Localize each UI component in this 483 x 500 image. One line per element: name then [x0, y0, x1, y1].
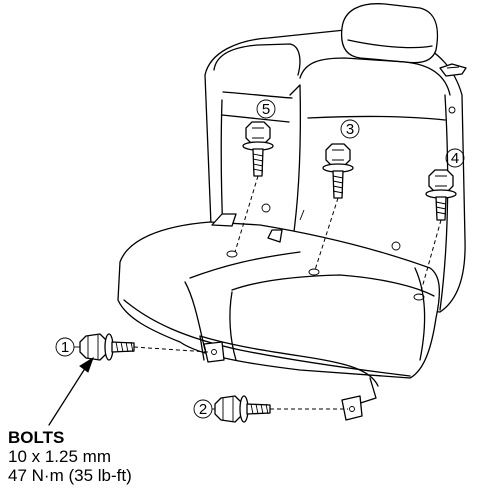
- callout-5-label: 5: [262, 101, 270, 118]
- callout-1: 1: [55, 337, 80, 357]
- callout-4: 4: [445, 148, 465, 168]
- bolt-spec: BOLTS 10 x 1.25 mm 47 N·m (35 lb-ft): [8, 428, 132, 485]
- bolt-4: [419, 169, 457, 296]
- callout-3: 3: [340, 119, 360, 139]
- lower-bracket-rear: [341, 395, 363, 421]
- callout-3-label: 3: [346, 121, 354, 138]
- callout-1-label: 1: [61, 339, 69, 356]
- callout-2-label: 2: [199, 401, 207, 418]
- bolt-1: [79, 333, 209, 361]
- callout-2: 2: [193, 399, 215, 419]
- bolt-spec-torque: 47 N·m (35 lb-ft): [8, 466, 132, 485]
- bolt-spec-size: 10 x 1.25 mm: [8, 447, 111, 466]
- bolt-5: [234, 121, 274, 253]
- callout-5: 5: [256, 99, 276, 119]
- pointer-arrow: [48, 356, 94, 426]
- bolt-2: [214, 395, 348, 423]
- seat-cushion: [117, 209, 441, 409]
- callout-4-label: 4: [451, 150, 459, 167]
- bolt-3: [314, 143, 354, 271]
- bolt-spec-title: BOLTS: [8, 428, 65, 447]
- lower-bracket-front: [203, 341, 225, 363]
